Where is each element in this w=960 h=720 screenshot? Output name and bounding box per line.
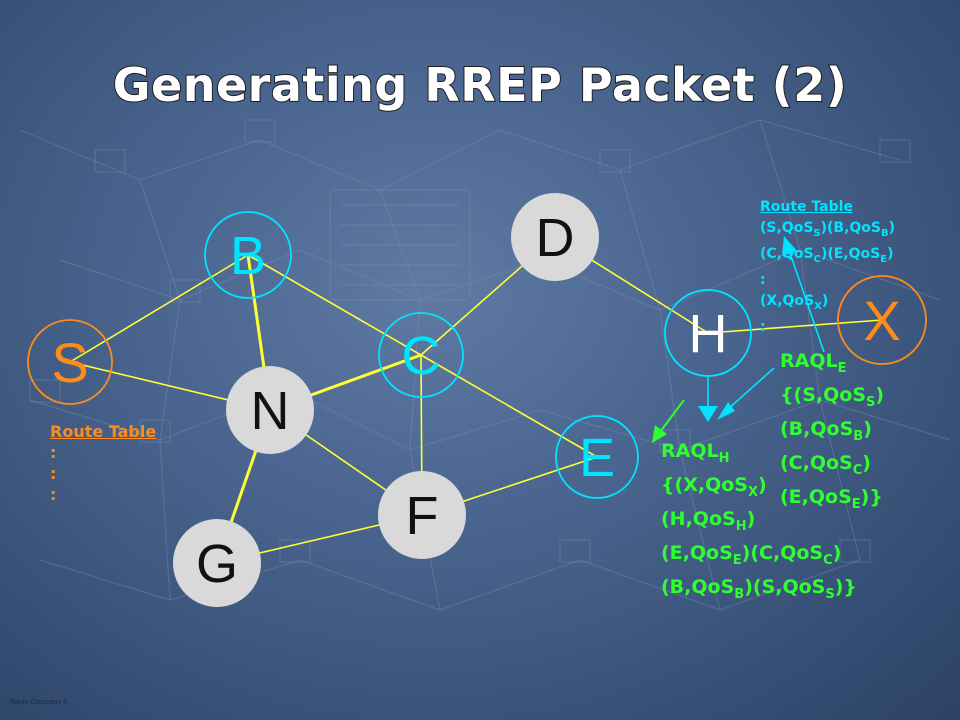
node-h: H: [664, 289, 752, 377]
node-n-label: N: [251, 381, 290, 441]
node-d-label: D: [536, 208, 575, 268]
arrowhead-to-e: [652, 425, 667, 443]
arrowhead-route-table: [782, 236, 797, 256]
node-b-label: B: [230, 226, 266, 286]
raql-h-line: (H,QoSH): [661, 508, 756, 534]
raql-h-line: {(X,QoSX): [661, 474, 767, 500]
raql-e-line: (C,QoSC): [780, 452, 871, 478]
raql-e-line: (E,QoSE)}: [780, 486, 883, 512]
node-s-label: S: [51, 331, 88, 394]
arrow-raql-to-route-table: [788, 249, 825, 353]
arrowhead-h-right: [717, 402, 735, 420]
node-h-label: H: [689, 304, 728, 364]
node-f-label: F: [406, 486, 439, 546]
right-route-table-line: (X,QoSX): [760, 293, 829, 312]
right-route-table-line: :: [760, 319, 766, 335]
nodes: B C E H S X D: [27, 193, 927, 607]
arrow-to-e: [659, 399, 685, 433]
raql-e-heading: RAQLE: [780, 350, 847, 376]
raql-e-line: {(S,QoSS): [780, 384, 885, 410]
arrows: [652, 236, 825, 443]
node-g: G: [173, 519, 261, 607]
edge-c-e: [420, 354, 598, 458]
right-route-table-title: Route Table: [760, 199, 853, 215]
node-x: X: [837, 275, 927, 365]
raql-e-line: (B,QoSB): [780, 418, 872, 444]
slide-title: Generating RREP Packet (2): [112, 57, 848, 113]
node-g-label: G: [196, 534, 238, 594]
node-e: E: [555, 415, 639, 499]
arrowhead-h-down: [698, 406, 718, 422]
node-b: B: [204, 211, 292, 299]
raql-h-line: (B,QoSB)(S,QoSS)}: [661, 576, 857, 602]
right-route-table-line: :: [760, 272, 766, 288]
left-route-table-dot-1: :: [50, 443, 57, 462]
edge-s-b: [69, 254, 249, 363]
node-c: C: [378, 312, 464, 398]
raql-h-line: (E,QoSE)(C,QoSC): [661, 542, 842, 568]
node-f: F: [378, 471, 466, 559]
edge-h-x: [707, 319, 883, 334]
slide-footer: Route Discovery 8: [10, 699, 68, 706]
left-route-table-dot-3: :: [50, 485, 57, 504]
arrow-raql-to-h: [726, 367, 775, 411]
left-route-table-title: Route Table: [50, 422, 157, 441]
right-route-table-line: (C,QoSC)(E,QoSE): [760, 246, 894, 265]
node-e-label: E: [579, 428, 615, 488]
node-x-label: X: [863, 289, 900, 352]
raql-e-block: RAQLE {(S,QoSS) (B,QoSB) (C,QoSC) (E,QoS…: [780, 348, 884, 518]
edge-b-c: [247, 254, 422, 356]
right-route-table-line: (S,QoSS)(B,QoSB): [760, 220, 896, 239]
raql-h-block: RAQLH {(X,QoSX) (H,QoSH) (E,QoSE)(C,QoSC…: [661, 438, 857, 608]
left-route-table: Route Table : : :: [50, 421, 156, 505]
node-n: N: [226, 366, 314, 454]
raql-h-heading: RAQLH: [661, 440, 730, 466]
left-route-table-dot-2: :: [50, 464, 57, 483]
node-d: D: [511, 193, 599, 281]
node-c-label: C: [402, 326, 441, 386]
right-route-table: Route Table (S,QoSS)(B,QoSB) (C,QoSC)(E,…: [760, 197, 895, 338]
node-s: S: [27, 319, 113, 405]
